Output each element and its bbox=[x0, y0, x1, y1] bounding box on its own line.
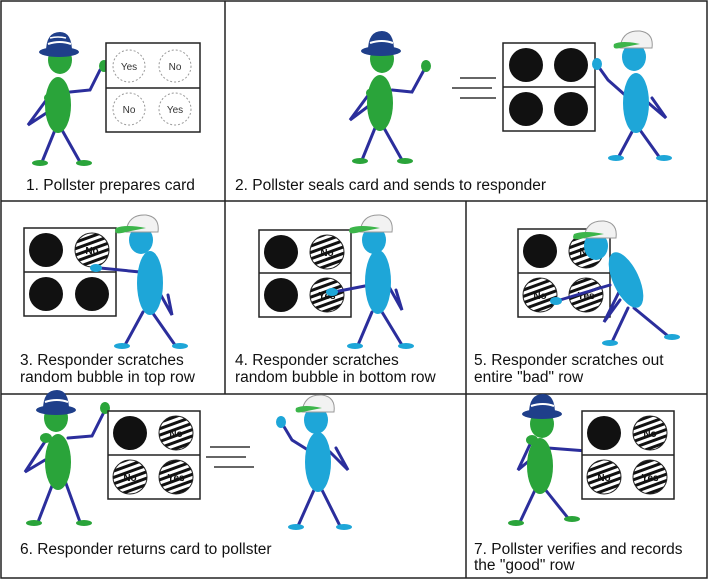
revealed-label: No bbox=[643, 429, 656, 440]
responder-figure bbox=[326, 214, 414, 349]
baseball-cap-icon bbox=[613, 30, 653, 49]
panel-caption: 6. Responder returns card to pollster bbox=[20, 541, 272, 558]
fedora-hat-icon bbox=[522, 394, 562, 419]
responder-figure bbox=[592, 30, 672, 161]
panel-2: 2. Pollster seals card and sends to resp… bbox=[235, 30, 672, 194]
revealed-label: No bbox=[169, 429, 182, 440]
panel-caption: random bubble in bottom row bbox=[235, 369, 437, 386]
revealed-label: No bbox=[320, 248, 333, 259]
responder-figure bbox=[550, 220, 680, 346]
revealed-label: Yes bbox=[577, 291, 595, 302]
panel-caption: 2. Pollster seals card and sends to resp… bbox=[235, 177, 546, 194]
baseball-cap-icon bbox=[115, 214, 159, 234]
panel-7: No No Yes 7. Pollster verifies and recor… bbox=[474, 394, 683, 574]
pollster-figure bbox=[348, 31, 431, 164]
panel-caption: 1. Pollster prepares card bbox=[26, 177, 195, 194]
panel-5: No No Yes 5. Responder scratches out ent… bbox=[474, 220, 680, 386]
revealed-label: Yes bbox=[167, 473, 185, 484]
panel-caption: 3. Responder scratches bbox=[20, 352, 184, 369]
fedora-hat-icon bbox=[361, 31, 401, 56]
responder-figure bbox=[90, 214, 188, 349]
panel-caption: 7. Pollster verifies and records bbox=[474, 541, 683, 558]
revealed-label: Yes bbox=[318, 291, 336, 302]
motion-lines-icon bbox=[206, 446, 254, 468]
revealed-label: No bbox=[123, 473, 136, 484]
scratch-card: No No Yes bbox=[107, 410, 201, 500]
responder-figure bbox=[276, 394, 352, 530]
baseball-cap-icon bbox=[349, 214, 393, 234]
panel-3: No 3. Responder scratches random bubble … bbox=[20, 214, 196, 386]
baseball-cap-icon bbox=[573, 220, 617, 240]
bubble-label: Yes bbox=[167, 105, 183, 116]
revealed-label: No bbox=[533, 291, 546, 302]
revealed-label: No bbox=[85, 246, 98, 257]
bubble-label: No bbox=[169, 62, 182, 73]
scratch-card: No bbox=[23, 227, 117, 317]
panel-caption: 4. Responder scratches bbox=[235, 352, 399, 369]
panel-caption: the "good" row bbox=[474, 557, 575, 574]
scratch-card: No No Yes bbox=[581, 410, 675, 500]
pollster-figure bbox=[23, 390, 110, 526]
panel-4: No Yes 4. Responder scratches random bub… bbox=[235, 214, 437, 386]
bubble-label: Yes bbox=[121, 62, 137, 73]
baseball-cap-icon bbox=[295, 394, 335, 413]
bubble-label: No bbox=[123, 105, 136, 116]
panel-caption: entire "bad" row bbox=[474, 369, 584, 386]
fedora-hat-icon bbox=[39, 32, 79, 57]
pollster-figure bbox=[26, 32, 109, 166]
motion-lines-icon bbox=[452, 77, 496, 99]
panel-caption: random bubble in top row bbox=[20, 369, 196, 386]
fedora-hat-icon bbox=[36, 390, 76, 415]
scratch-card: Yes No No Yes bbox=[105, 42, 201, 133]
pollster-figure bbox=[508, 394, 604, 526]
panel-1: Yes No No Yes 1. Pollster prepares card bbox=[26, 32, 201, 194]
scratch-card bbox=[502, 42, 596, 132]
revealed-label: No bbox=[597, 473, 610, 484]
revealed-label: Yes bbox=[641, 473, 659, 484]
panel-caption: 5. Responder scratches out bbox=[474, 352, 664, 369]
scratch-card: No Yes bbox=[258, 229, 352, 318]
panel-6: No No Yes 6. Responde bbox=[20, 390, 352, 558]
